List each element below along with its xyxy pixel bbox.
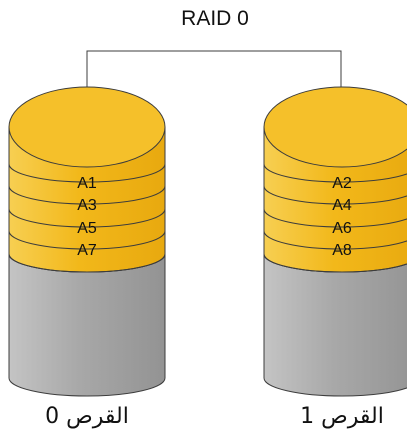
stripe-divider [263, 163, 407, 183]
stripe-divider [8, 208, 166, 228]
stripe-divider [8, 163, 166, 183]
stripe-divider [8, 185, 166, 205]
stripe-divider [263, 208, 407, 228]
stripe-divider [8, 230, 166, 250]
disk-0-label: القرص 0 [45, 404, 129, 429]
stripe-divider [263, 230, 407, 250]
disk-top-cap [263, 86, 407, 168]
stripe-label-a5: A5 [77, 220, 97, 237]
stripe-label-a3: A3 [77, 197, 97, 214]
diagram-title: RAID 0 [181, 7, 249, 30]
disk-top-cap [8, 86, 166, 168]
disk-base [263, 253, 407, 397]
base-divider [8, 253, 166, 273]
stripe-label-a1: A1 [77, 175, 97, 192]
stripe-divider [263, 185, 407, 205]
disk-1-label: القرص 1 [300, 404, 384, 429]
disk-base [8, 253, 166, 397]
stripe-label-a2: A2 [332, 175, 352, 192]
base-divider [263, 253, 407, 273]
stripe-label-a7: A7 [77, 242, 97, 259]
stripe-label-a6: A6 [332, 220, 352, 237]
stripe-label-a4: A4 [332, 197, 352, 214]
stripe-label-a8: A8 [332, 242, 352, 259]
